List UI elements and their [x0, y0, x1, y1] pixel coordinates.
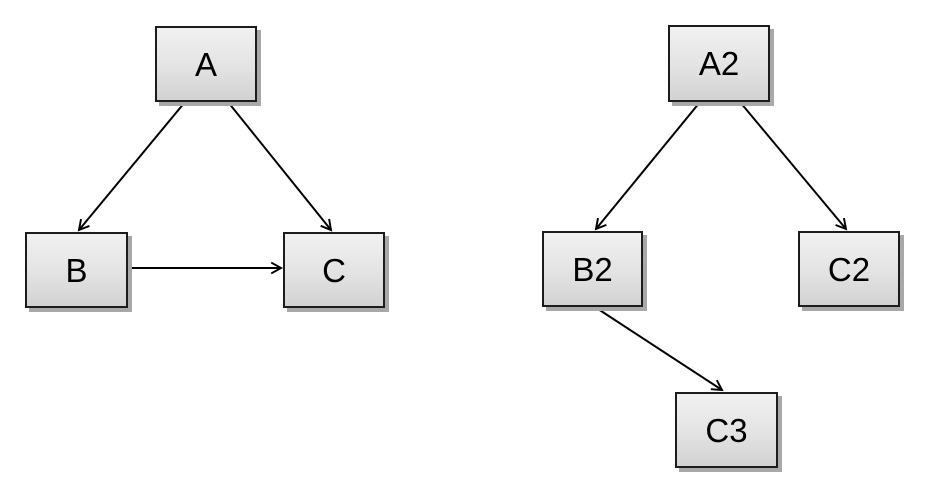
- node-c2: C2: [798, 231, 900, 307]
- node-b2: B2: [542, 231, 643, 307]
- node-b2-label: B2: [572, 250, 613, 288]
- node-c: C: [283, 232, 385, 308]
- edge-a2-to-b2: [594, 101, 701, 231]
- node-c-label: C: [322, 251, 346, 289]
- node-a: A: [155, 26, 257, 102]
- node-c3-label: C3: [705, 411, 748, 449]
- edge-a-to-b: [77, 101, 186, 232]
- edge-a2-to-c2: [739, 101, 848, 231]
- node-b-label: B: [65, 251, 88, 289]
- node-b: B: [25, 232, 128, 308]
- node-c2-label: C2: [827, 250, 871, 288]
- node-c3: C3: [675, 392, 778, 468]
- edge-b2-to-c3: [594, 306, 724, 392]
- node-a2-label: A2: [698, 45, 740, 82]
- node-a-label: A: [194, 45, 217, 83]
- node-a2: A2: [668, 25, 770, 102]
- edge-a-to-c: [227, 101, 333, 232]
